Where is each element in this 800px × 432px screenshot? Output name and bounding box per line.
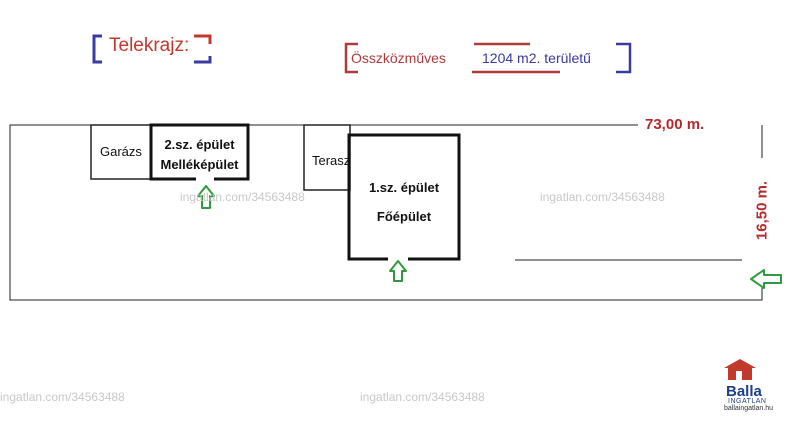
garage-label: Garázs [100,144,142,159]
page-title: Telekrajz: [109,35,190,56]
secondary-building-line2: Melléképület [160,157,239,172]
watermark: ingatlan.com/34563488 [360,390,485,404]
logo-url: ballaingatlan.hu [724,405,774,412]
utilities-label: Összközműves [351,50,446,66]
width-dimension: 16,50 m. [753,180,771,241]
main-building-line2: Főépület [376,209,432,224]
watermark: ingatlan.com/34563488 [540,190,665,204]
watermark: ingatlan.com/34563488 [180,190,305,204]
plot-entrance-arrow [750,269,782,289]
title-bracket [92,34,212,64]
info-bracket [344,42,632,74]
secondary-building-line1: 2.sz. épület [164,137,235,152]
main-building-line1: 1.sz. épület [368,180,440,195]
terrace-label: Terasz [312,153,351,168]
entrance-arrow-main [389,260,407,282]
entrance-arrow-secondary [197,185,215,209]
logo-name: Balla [726,383,762,400]
area-label: 1204 m2. területű [482,50,591,66]
logo-subtitle: INGATLAN [728,398,767,405]
main-building-outline [347,133,461,261]
length-dimension: 73,00 m. [645,116,705,133]
watermark: ingatlan.com/34563488 [0,390,125,404]
balla-logo-icon [724,359,756,380]
